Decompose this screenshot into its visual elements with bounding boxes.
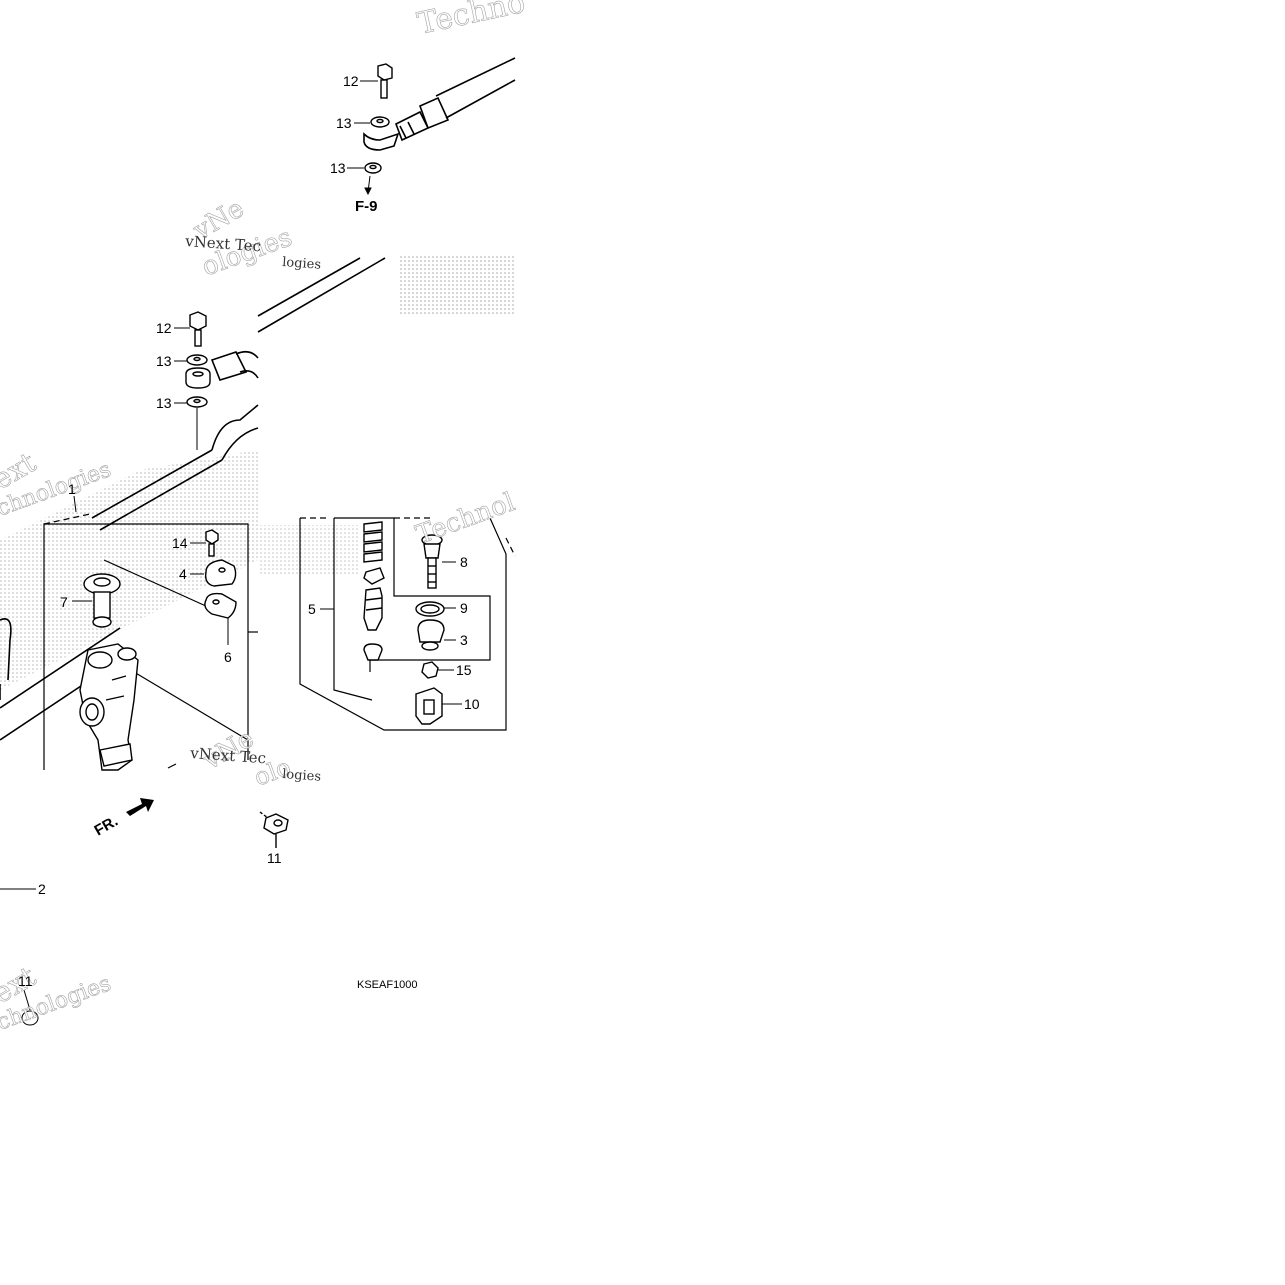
callout-13-middle-a: 13 xyxy=(156,353,172,369)
callout-11: 11 xyxy=(267,850,282,866)
reference-f9: F-9 xyxy=(355,198,378,215)
bolt-middle xyxy=(185,311,211,408)
leader-lines-box xyxy=(72,542,229,645)
callout-6: 6 xyxy=(224,649,232,665)
svg-text:Techno: Techno xyxy=(414,0,528,42)
callout-12-middle: 12 xyxy=(156,320,172,336)
callout-13-upper-a: 13 xyxy=(336,115,352,131)
master-cylinder xyxy=(79,643,139,771)
figure-code: KSEAF1000 xyxy=(357,979,418,991)
bottom-left-parts xyxy=(0,888,39,1026)
bolt-upper xyxy=(364,63,393,174)
svg-text:logies: logies xyxy=(282,255,322,273)
front-direction-arrow xyxy=(126,798,154,816)
callout-2: 2 xyxy=(38,881,46,897)
callout-7: 7 xyxy=(60,594,68,610)
callout-11-bottom: 11 xyxy=(18,973,33,989)
svg-text:vNext Tec: vNext Tec xyxy=(184,232,262,255)
callout-1: 1 xyxy=(68,481,76,497)
brake-hose-middle xyxy=(91,257,386,531)
push-rod-parts xyxy=(415,534,445,725)
callout-13-upper-b: 13 xyxy=(330,160,346,176)
callout-3: 3 xyxy=(460,632,468,648)
brake-hose-upper xyxy=(363,57,516,151)
joint-part-7 xyxy=(83,573,121,628)
callout-9: 9 xyxy=(460,600,468,616)
leader-lines-box2 xyxy=(320,561,462,705)
svg-text:vNext Tec: vNext Tec xyxy=(189,744,267,767)
callout-14: 14 xyxy=(172,535,188,551)
callout-5: 5 xyxy=(308,601,316,617)
piston-set-part-5 xyxy=(363,521,385,661)
leader-lines-upper xyxy=(347,80,378,196)
screw-part-11 xyxy=(259,811,289,848)
callout-4: 4 xyxy=(179,566,187,582)
callout-8: 8 xyxy=(460,554,468,570)
front-direction-label: FR. xyxy=(92,813,121,840)
callout-12-upper: 12 xyxy=(343,73,359,89)
callout-10: 10 xyxy=(464,696,480,712)
brand-logo-watermark xyxy=(258,256,515,575)
callout-15: 15 xyxy=(456,662,472,678)
hose-shading xyxy=(0,450,258,690)
callout-13-middle-b: 13 xyxy=(156,395,172,411)
reservoir-cap-parts xyxy=(204,529,237,619)
leader-lines-middle xyxy=(73,327,198,513)
svg-text:Technol: Technol xyxy=(412,487,519,550)
svg-text:logies: logies xyxy=(282,767,322,785)
